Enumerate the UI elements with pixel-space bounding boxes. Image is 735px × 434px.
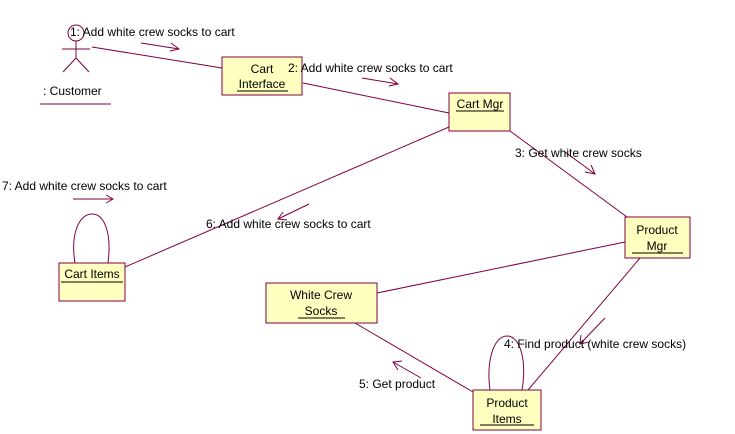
cart-mgr-name: Cart Mgr bbox=[457, 97, 504, 111]
product-items-object[interactable]: Product Items bbox=[472, 389, 542, 431]
product-mgr-object[interactable]: Product Mgr bbox=[624, 216, 691, 259]
message-7-label: 7: Add white crew socks to cart bbox=[2, 179, 167, 193]
arrow-message-6 bbox=[277, 203, 310, 221]
white-crew-socks-name-line2: Socks bbox=[305, 304, 338, 318]
cart-mgr-object[interactable]: Cart Mgr bbox=[448, 92, 511, 132]
cart-interface-name-line1: Cart bbox=[251, 62, 274, 76]
product-mgr-name-line2: Mgr bbox=[647, 239, 668, 253]
actor-name: : Customer bbox=[43, 84, 102, 98]
cart-mgr-box bbox=[448, 92, 511, 132]
customer-actor[interactable]: : Customer bbox=[40, 24, 111, 105]
arrow-message-5 bbox=[392, 360, 422, 379]
link-cart-mgr-cart-items bbox=[124, 126, 450, 268]
link-customer-cart-interface bbox=[91, 46, 223, 69]
product-mgr-name-line1: Product bbox=[636, 223, 678, 237]
message-4-label: 4: Find product (white crew socks) bbox=[504, 337, 686, 351]
product-items-name-line1: Product bbox=[486, 396, 528, 410]
link-product-mgr-product-items bbox=[527, 257, 641, 391]
link-white-crew-socks-product-items bbox=[354, 322, 474, 393]
arrow-message-2 bbox=[361, 77, 400, 87]
arrow-message-7 bbox=[73, 194, 115, 204]
message-3-label: 3: Get white crew socks bbox=[515, 146, 642, 160]
white-crew-socks-box bbox=[265, 282, 378, 324]
message-1-label: 1: Add white crew socks to cart bbox=[70, 25, 235, 39]
product-items-name-line2: Items bbox=[492, 412, 521, 426]
cart-items-name: Cart Items bbox=[64, 267, 119, 281]
actor-right-leg bbox=[75, 57, 90, 73]
white-crew-socks-object[interactable]: White Crew Socks bbox=[265, 282, 378, 324]
message-6-label: 6: Add white crew socks to cart bbox=[206, 217, 371, 231]
actor-left-leg bbox=[62, 57, 77, 73]
cart-interface-name-line2: Interface bbox=[239, 77, 286, 91]
self-link-cart-items bbox=[73, 213, 110, 264]
link-cart-mgr-product-mgr bbox=[509, 130, 628, 218]
white-crew-socks-name-line1: White Crew bbox=[290, 288, 352, 302]
cart-interface-object[interactable]: Cart Interface bbox=[221, 56, 303, 96]
arrow-message-4 bbox=[579, 317, 606, 345]
link-product-mgr-white-crew-socks bbox=[376, 241, 626, 294]
message-2-label: 2: Add white crew socks to cart bbox=[288, 61, 453, 75]
cart-interface-box bbox=[221, 56, 303, 96]
product-mgr-box bbox=[624, 216, 691, 259]
self-link-product-items bbox=[488, 335, 525, 391]
message-5-label: 5: Get product bbox=[359, 377, 436, 391]
link-cart-interface-cart-mgr bbox=[302, 82, 450, 114]
cart-items-object[interactable]: Cart Items bbox=[58, 262, 126, 302]
arrow-message-3 bbox=[564, 151, 596, 175]
product-items-box bbox=[472, 389, 542, 431]
arrow-message-1 bbox=[140, 42, 181, 52]
